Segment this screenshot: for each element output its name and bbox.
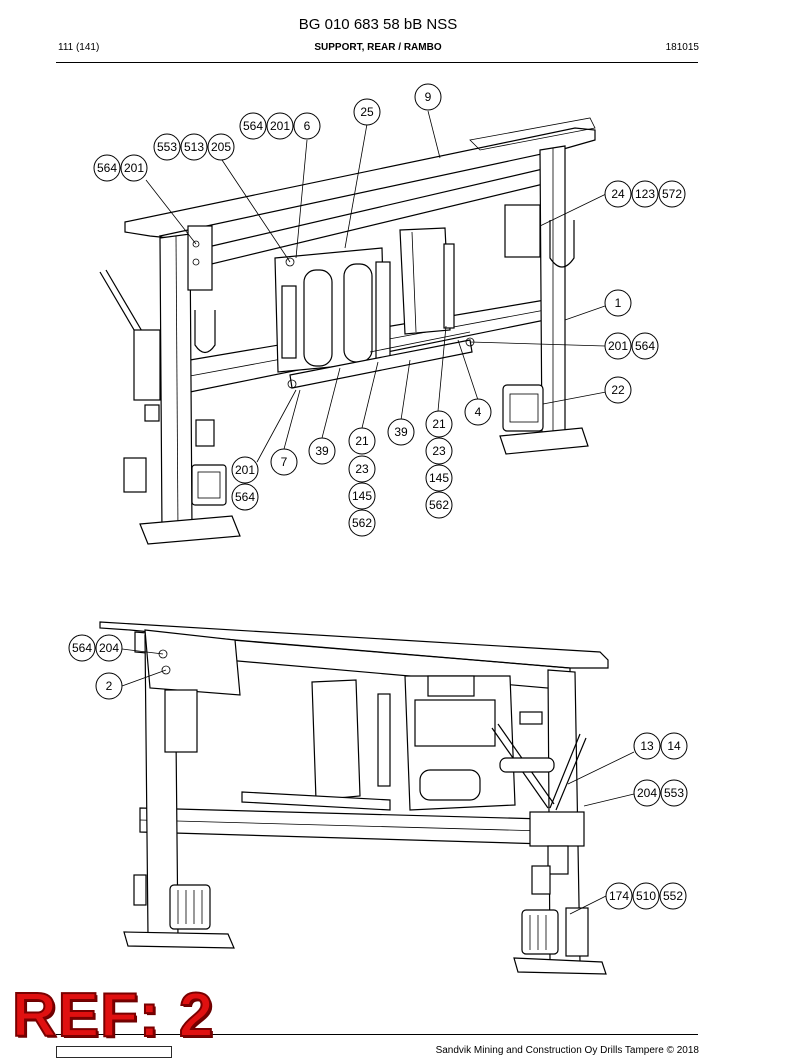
callout-22: 22 <box>604 376 632 404</box>
svg-text:14: 14 <box>667 739 681 753</box>
svg-text:21: 21 <box>432 417 446 431</box>
callout-9: 9 <box>414 83 442 111</box>
callout-553: 553 <box>660 779 688 807</box>
svg-text:513: 513 <box>184 140 204 154</box>
svg-text:204: 204 <box>99 641 119 655</box>
callout-201: 201 <box>266 112 294 140</box>
svg-text:553: 553 <box>157 140 177 154</box>
callout-552: 552 <box>659 882 687 910</box>
callout-39: 39 <box>308 437 336 465</box>
callout-23: 23 <box>348 455 376 483</box>
svg-text:564: 564 <box>97 161 117 175</box>
svg-text:123: 123 <box>635 187 655 201</box>
svg-text:553: 553 <box>664 786 684 800</box>
svg-text:562: 562 <box>429 498 449 512</box>
callout-6: 6 <box>293 112 321 140</box>
svg-text:39: 39 <box>394 425 408 439</box>
callout-562: 562 <box>348 509 376 537</box>
svg-text:13: 13 <box>640 739 654 753</box>
callout-4: 4 <box>464 398 492 426</box>
svg-text:174: 174 <box>609 889 629 903</box>
bottom-callouts: 564 204 2 13 14 204 553 174 510 552 <box>68 634 688 910</box>
callout-201: 201 <box>231 456 259 484</box>
footer-copyright: Sandvik Mining and Construction Oy Drill… <box>435 1045 699 1056</box>
callout-24: 24 <box>604 180 632 208</box>
callout-564: 564 <box>68 634 96 662</box>
svg-text:205: 205 <box>211 140 231 154</box>
svg-text:4: 4 <box>475 405 482 419</box>
svg-text:6: 6 <box>304 119 311 133</box>
callout-564: 564 <box>93 154 121 182</box>
page-number: 111 (141) <box>58 42 100 53</box>
svg-text:564: 564 <box>72 641 92 655</box>
callout-513: 513 <box>180 133 208 161</box>
callout-123: 123 <box>631 180 659 208</box>
svg-text:201: 201 <box>270 119 290 133</box>
callout-145: 145 <box>348 482 376 510</box>
callout-145: 145 <box>425 464 453 492</box>
callout-204: 204 <box>633 779 661 807</box>
callout-23: 23 <box>425 437 453 465</box>
svg-text:21: 21 <box>355 434 369 448</box>
date-code: 181015 <box>665 42 699 53</box>
svg-text:2: 2 <box>106 679 113 693</box>
callout-201: 201 <box>604 332 632 360</box>
svg-text:145: 145 <box>352 489 372 503</box>
callout-39: 39 <box>387 418 415 446</box>
svg-text:562: 562 <box>352 516 372 530</box>
svg-text:145: 145 <box>429 471 449 485</box>
svg-text:204: 204 <box>637 786 657 800</box>
svg-text:22: 22 <box>611 383 625 397</box>
bottom-leader-lines <box>121 648 635 915</box>
callout-14: 14 <box>660 732 688 760</box>
svg-text:552: 552 <box>663 889 683 903</box>
svg-text:564: 564 <box>635 339 655 353</box>
callout-13: 13 <box>633 732 661 760</box>
callout-201: 201 <box>120 154 148 182</box>
footer-rule <box>56 1034 698 1035</box>
callout-2: 2 <box>95 672 123 700</box>
callout-572: 572 <box>658 180 686 208</box>
svg-text:510: 510 <box>636 889 656 903</box>
svg-text:572: 572 <box>662 187 682 201</box>
callout-562: 562 <box>425 491 453 519</box>
svg-text:24: 24 <box>611 187 625 201</box>
callout-7: 7 <box>270 448 298 476</box>
callout-174: 174 <box>605 882 633 910</box>
header-rule <box>56 62 698 63</box>
callout-21: 21 <box>425 410 453 438</box>
svg-text:201: 201 <box>124 161 144 175</box>
bottom-assembly-drawing <box>99 621 609 975</box>
svg-text:1: 1 <box>615 296 622 310</box>
callout-564: 564 <box>631 332 659 360</box>
callout-205: 205 <box>207 133 235 161</box>
top-assembly-drawing <box>99 117 596 545</box>
callout-510: 510 <box>632 882 660 910</box>
svg-text:23: 23 <box>432 444 446 458</box>
svg-text:7: 7 <box>281 455 288 469</box>
svg-text:201: 201 <box>608 339 628 353</box>
callout-1: 1 <box>604 289 632 317</box>
svg-text:25: 25 <box>360 105 374 119</box>
svg-text:9: 9 <box>425 90 432 104</box>
callout-564: 564 <box>231 483 259 511</box>
callout-204: 204 <box>95 634 123 662</box>
callout-564: 564 <box>239 112 267 140</box>
top-leader-lines <box>145 110 607 463</box>
svg-text:39: 39 <box>315 444 329 458</box>
svg-text:23: 23 <box>355 462 369 476</box>
section-title: SUPPORT, REAR / RAMBO <box>314 42 442 53</box>
top-callouts: 9 25 564 201 6 553 513 205 564 201 24 12… <box>93 83 686 537</box>
callout-21: 21 <box>348 427 376 455</box>
callout-25: 25 <box>353 98 381 126</box>
document-title: BG 010 683 58 bB NSS <box>298 16 458 33</box>
svg-text:564: 564 <box>235 490 255 504</box>
svg-text:201: 201 <box>235 463 255 477</box>
svg-text:564: 564 <box>243 119 263 133</box>
ref-stamp: REF: 2 <box>11 981 215 1050</box>
callout-553: 553 <box>153 133 181 161</box>
